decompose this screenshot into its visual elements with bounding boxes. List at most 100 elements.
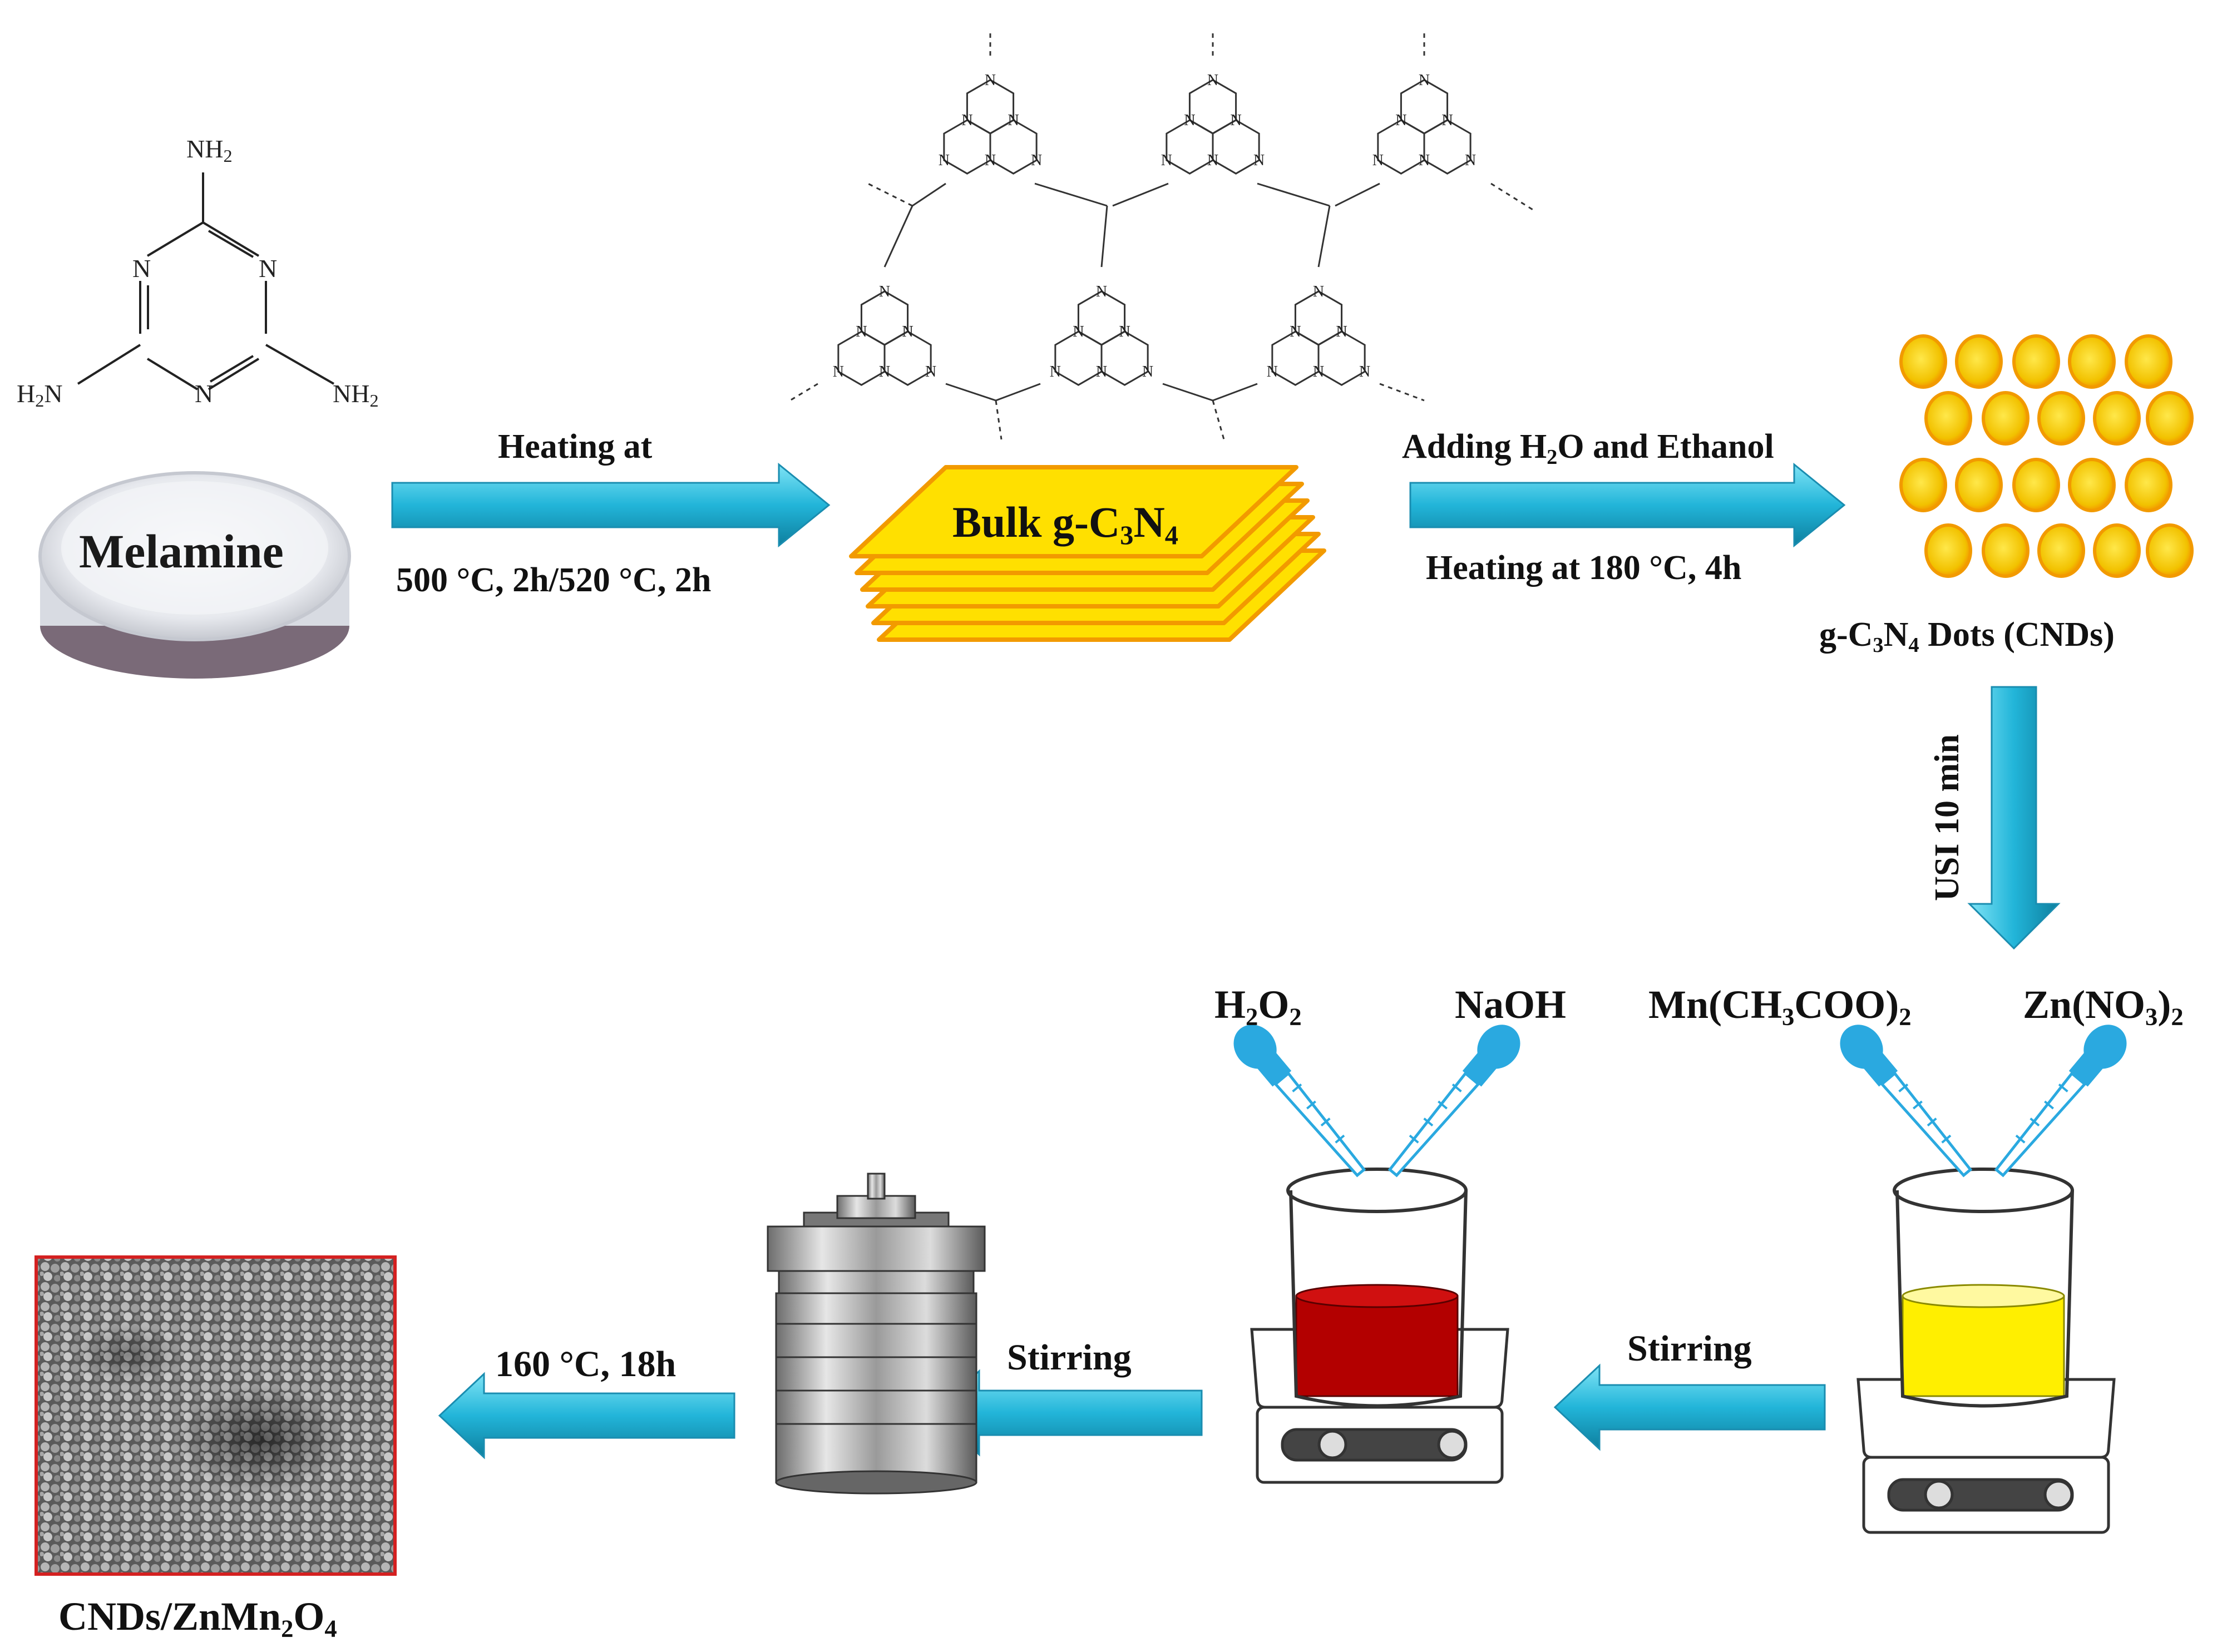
- dropper-naoh: [1387, 1025, 1520, 1178]
- arrow-bulk-to-dots: [1409, 462, 1846, 548]
- heptazine-ring: [883, 330, 932, 386]
- atom-n-label: N: [1096, 283, 1107, 300]
- cnd-dot: [1955, 334, 2003, 389]
- reagent-h2o2-label: H2O2: [1214, 982, 1302, 1031]
- melamine-atom-nh2-left: H2N: [17, 379, 63, 411]
- cnd-dot: [2146, 523, 2194, 578]
- reagent-mn-label: Mn(CH3COO)2: [1648, 982, 1912, 1031]
- step4-label: Stirring: [1627, 1328, 1752, 1369]
- atom-n-label: N: [1336, 323, 1347, 340]
- network-bond: [995, 400, 1003, 440]
- cnd-dot: [1982, 523, 2030, 578]
- reagent-zn-label: Zn(NO3)2: [2023, 982, 2184, 1031]
- melamine-label: Melamine: [79, 525, 284, 578]
- beaker-red: [1286, 1168, 1468, 1408]
- atom-n-label: N: [925, 363, 936, 380]
- cnd-dot: [1899, 334, 1947, 389]
- arrow-heating-product: [438, 1372, 735, 1460]
- atom-n-label: N: [833, 363, 844, 380]
- atom-n-label: N: [1441, 112, 1453, 129]
- autoclave-icon: [767, 1173, 986, 1495]
- step1-top-label: Heating at: [498, 428, 653, 466]
- network-bond: [867, 182, 913, 207]
- step1-bottom-label: 500 °C, 2h/520 °C, 2h: [396, 561, 712, 599]
- dropper-h2o2: [1233, 1025, 1366, 1178]
- network-bond: [1335, 182, 1380, 207]
- cnd-dots-group: [1899, 334, 2194, 578]
- network-bond: [912, 182, 946, 207]
- cnd-dot: [2125, 334, 2172, 389]
- step5-label: Stirring: [1007, 1337, 1132, 1378]
- cnd-dot: [2068, 458, 2116, 512]
- network-bond: [1257, 182, 1330, 207]
- cnd-dot: [2125, 458, 2172, 512]
- cnd-dot: [2012, 458, 2060, 512]
- step2-top-label: Adding H2O and Ethanol: [1402, 428, 1774, 469]
- atom-n-label: N: [1313, 363, 1324, 380]
- atom-n-label: N: [1313, 283, 1324, 300]
- atom-n-label: N: [1419, 152, 1430, 169]
- cnd-dot: [2093, 391, 2141, 446]
- cnd-dot: [1982, 391, 2030, 446]
- melamine-dish-image: [38, 471, 351, 679]
- network-bond: [1379, 383, 1425, 402]
- network-bond: [789, 383, 818, 402]
- network-bond: [1112, 182, 1169, 207]
- atom-n-label: N: [1119, 323, 1130, 340]
- dropper-zn: [1994, 1025, 2127, 1178]
- atom-n-label: N: [1359, 363, 1370, 380]
- melamine-atom-nh2-right: NH2: [333, 379, 379, 411]
- arrow-heating-to-bulk: [391, 462, 831, 548]
- beaker-yellow: [1893, 1168, 2074, 1408]
- network-bond: [883, 205, 913, 268]
- atom-n-label: N: [1419, 72, 1430, 89]
- heptazine-ring: [1423, 119, 1472, 175]
- network-bond: [1212, 383, 1258, 402]
- atom-n-label: N: [902, 323, 913, 340]
- cnd-dot: [1955, 458, 2003, 512]
- heptazine-ring: [989, 119, 1038, 175]
- network-bond: [1034, 182, 1108, 207]
- network-bond: [945, 383, 996, 402]
- reagent-naoh-label: NaOH: [1455, 982, 1567, 1027]
- heptazine-ring: [1212, 119, 1260, 175]
- atom-n-label: N: [1142, 363, 1153, 380]
- network-bond: [1162, 383, 1213, 402]
- atom-n-label: N: [1008, 112, 1019, 129]
- atom-n-label: N: [1050, 363, 1061, 380]
- step6-label: 160 °C, 18h: [495, 1344, 677, 1384]
- atom-n-label: N: [1395, 112, 1406, 129]
- cnd-dot: [2012, 334, 2060, 389]
- network-bond: [1100, 205, 1108, 268]
- arrow-usi-down: [1967, 686, 2061, 950]
- melamine-structure: [77, 172, 334, 390]
- melamine-atom-n-left: N: [132, 254, 151, 283]
- atom-n-label: N: [1161, 152, 1172, 169]
- network-bond: [995, 383, 1041, 402]
- heptazine-ring: [1317, 330, 1366, 386]
- melamine-atom-n-right: N: [259, 254, 278, 283]
- dropper-mn: [1840, 1025, 1973, 1178]
- atom-n-label: N: [1267, 363, 1278, 380]
- step2-bottom-label: Heating at 180 °C, 4h: [1426, 549, 1742, 587]
- atom-n-label: N: [856, 323, 867, 340]
- atom-n-label: N: [879, 363, 890, 380]
- atom-n-label: N: [985, 72, 996, 89]
- melamine-atom-nh2-top: NH2: [186, 135, 233, 166]
- atom-n-label: N: [985, 152, 996, 169]
- hotplate-right: [1856, 1378, 2116, 1534]
- atom-n-label: N: [1096, 363, 1107, 380]
- atom-n-label: N: [1253, 152, 1265, 169]
- atom-n-label: N: [1184, 112, 1195, 129]
- network-bond: [1212, 400, 1225, 440]
- cnd-dot: [1899, 458, 1947, 512]
- dots-label: g-C3N4 Dots (CNDs): [1819, 616, 2115, 657]
- bulk-gcn-label: Bulk g-C3N4: [952, 498, 1178, 551]
- arrow-stirring-right: [1553, 1363, 1826, 1451]
- product-label: CNDs/ZnMn2O4: [58, 1594, 337, 1643]
- cnd-dot: [2093, 523, 2141, 578]
- atom-n-label: N: [1465, 152, 1476, 169]
- atom-n-label: N: [1230, 112, 1241, 129]
- cnd-dot: [1924, 523, 1972, 578]
